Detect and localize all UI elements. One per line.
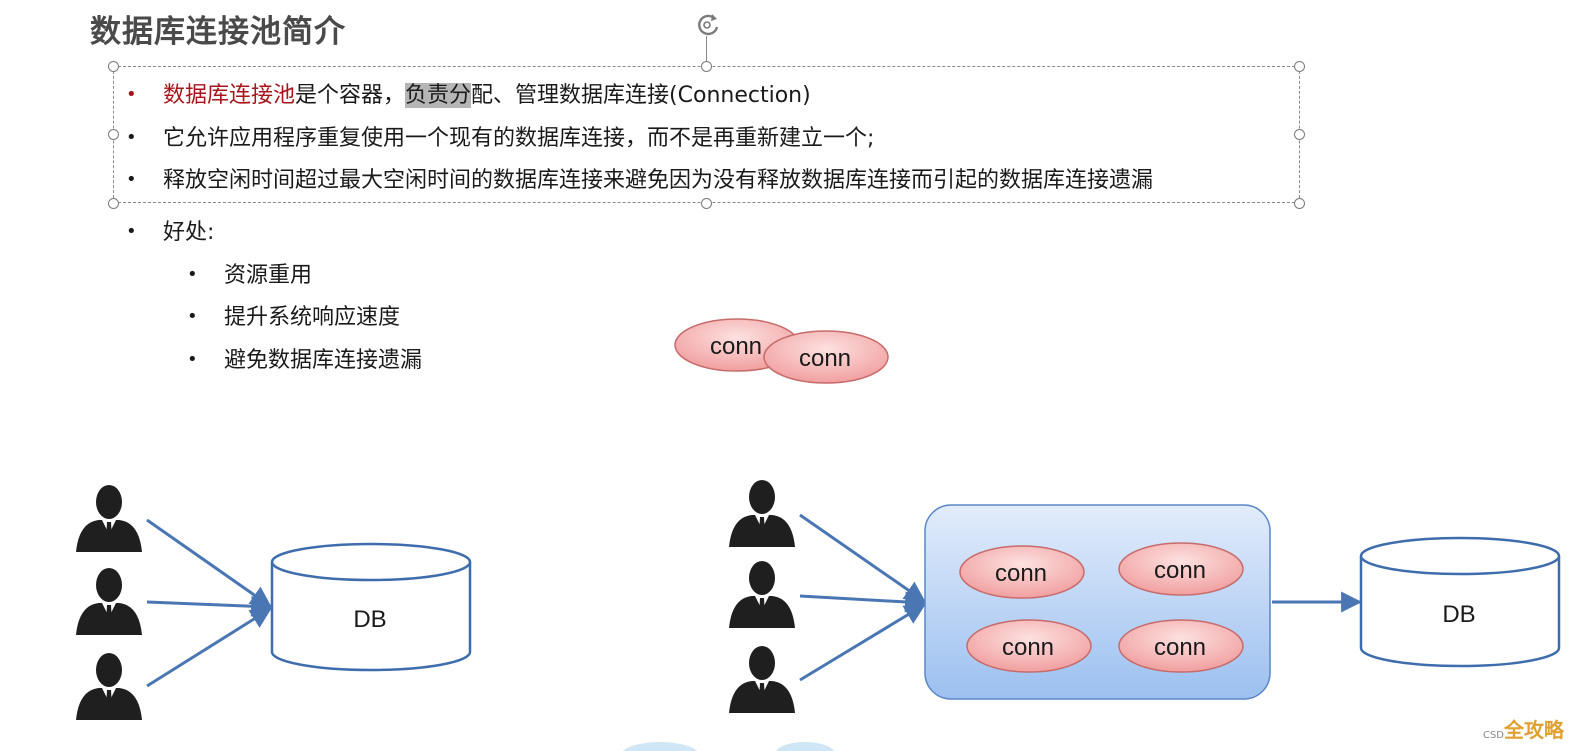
user-icon [729, 480, 795, 547]
user-icon [76, 653, 142, 720]
sub-bullet-dot: • [187, 264, 198, 285]
database-cylinder-right [1359, 536, 1561, 668]
db-label-right: DB [1442, 601, 1475, 628]
database-cylinder-left [270, 542, 472, 672]
bullet-dot: • [126, 221, 137, 242]
user-icon [729, 646, 795, 713]
floating-conn-label-1: conn [710, 333, 762, 360]
bullet-2: 它允许应用程序重复使用一个现有的数据库连接，而不是再重新建立一个; [163, 126, 875, 151]
decorative-cloud [775, 742, 835, 751]
sub-bullet-dot: • [187, 349, 198, 370]
bullet-3: 释放空闲时间超过最大空闲时间的数据库连接来避免因为没有释放数据库连接而引起的数据… [163, 168, 1154, 193]
request-arrow [799, 591, 927, 613]
bullet-dot: • [126, 127, 137, 148]
text-selection: 负责分 [405, 83, 472, 108]
bullet-dot: • [126, 84, 137, 105]
rotate-connector [706, 36, 707, 66]
resize-handle-sw[interactable] [108, 198, 119, 209]
rotate-handle-icon[interactable] [693, 10, 723, 40]
resize-handle-se[interactable] [1294, 198, 1305, 209]
pool-conn-4 [1118, 619, 1244, 673]
pool-conn-label-2: conn [1154, 557, 1206, 584]
resize-handle-w[interactable] [108, 129, 119, 140]
sub-bullet-3: 避免数据库连接遗漏 [224, 348, 423, 373]
bullet-4: 好处: [163, 220, 215, 245]
pool-conn-label-3: conn [1002, 634, 1054, 661]
user-icon [76, 568, 142, 635]
resize-handle-n[interactable] [701, 61, 712, 72]
request-arrow [146, 595, 273, 617]
resize-handle-ne[interactable] [1294, 61, 1305, 72]
resize-handle-e[interactable] [1294, 129, 1305, 140]
bullet-dot: • [126, 169, 137, 190]
request-arrow [799, 513, 926, 603]
bullet-1-text-a: 是个容器， [295, 83, 406, 108]
slide-title: 数据库连接池简介 [90, 14, 346, 50]
request-arrow [146, 607, 272, 688]
floating-conn-2 [763, 330, 889, 384]
user-icon [76, 485, 142, 552]
floating-conn-label-2: conn [799, 345, 851, 372]
request-arrow [146, 518, 272, 608]
pool-conn-3 [966, 619, 1092, 673]
highlighted-term: 数据库连接池 [163, 83, 296, 108]
sub-bullet-2: 提升系统响应速度 [224, 305, 401, 330]
connection-pool-box [924, 504, 1271, 700]
pool-conn-2 [1118, 542, 1244, 596]
sub-bullet-1: 资源重用 [224, 263, 313, 288]
db-label-left: DB [353, 606, 386, 633]
pool-conn-label-4: conn [1154, 634, 1206, 661]
user-icon [729, 561, 795, 628]
resize-handle-nw[interactable] [108, 61, 119, 72]
watermark-small: CSD [1482, 730, 1504, 741]
pool-conn-label-1: conn [995, 560, 1047, 587]
sub-bullet-dot: • [187, 306, 198, 327]
request-arrow [799, 603, 926, 682]
decorative-cloud [622, 742, 698, 751]
bullet-1: 数据库连接池是个容器，负责分配、管理数据库连接(Connection) [163, 81, 811, 111]
pool-conn-1 [959, 545, 1085, 599]
resize-handle-s[interactable] [701, 198, 712, 209]
bullet-1-text-b: 配、管理数据库连接(Connection) [471, 83, 811, 108]
watermark: 全攻略 [1504, 718, 1564, 742]
